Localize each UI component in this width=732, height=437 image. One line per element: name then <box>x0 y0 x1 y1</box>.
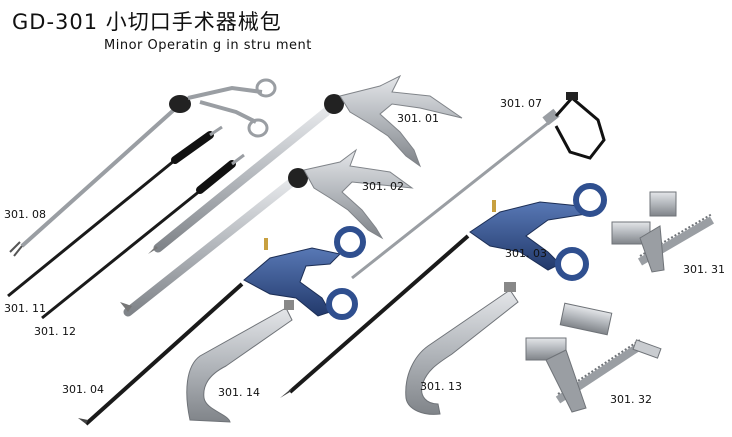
label-301-12: 301. 12 <box>34 325 76 338</box>
instrument-301-14 <box>186 300 294 423</box>
label-301-03: 301. 03 <box>505 247 547 260</box>
instrument-301-03 <box>280 183 607 398</box>
instrument-301-12 <box>41 153 245 320</box>
label-301-02: 301. 02 <box>362 180 404 193</box>
page-subtitle: Minor Operatin g in stru ment <box>104 38 312 53</box>
instrument-301-02 <box>120 148 414 317</box>
instrument-301-07 <box>351 92 606 280</box>
instrument-301-13 <box>405 282 519 415</box>
label-301-07: 301. 07 <box>500 97 542 110</box>
instrument-301-08 <box>9 78 277 257</box>
instrument-301-31 <box>611 191 715 273</box>
page-title: GD-301 小切口手术器械包 <box>12 10 282 34</box>
instrument-301-32 <box>525 302 662 413</box>
label-301-13: 301. 13 <box>420 380 462 393</box>
label-301-31: 301. 31 <box>683 263 725 276</box>
instrument-301-11 <box>7 125 223 298</box>
label-301-04: 301. 04 <box>62 383 104 396</box>
instrument-301-04 <box>78 226 366 426</box>
instrument-301-01 <box>148 74 463 254</box>
label-301-32: 301. 32 <box>610 393 652 406</box>
label-301-01: 301. 01 <box>397 112 439 125</box>
label-301-14: 301. 14 <box>218 386 260 399</box>
label-301-08: 301. 08 <box>4 208 46 221</box>
label-301-11: 301. 11 <box>4 302 46 315</box>
